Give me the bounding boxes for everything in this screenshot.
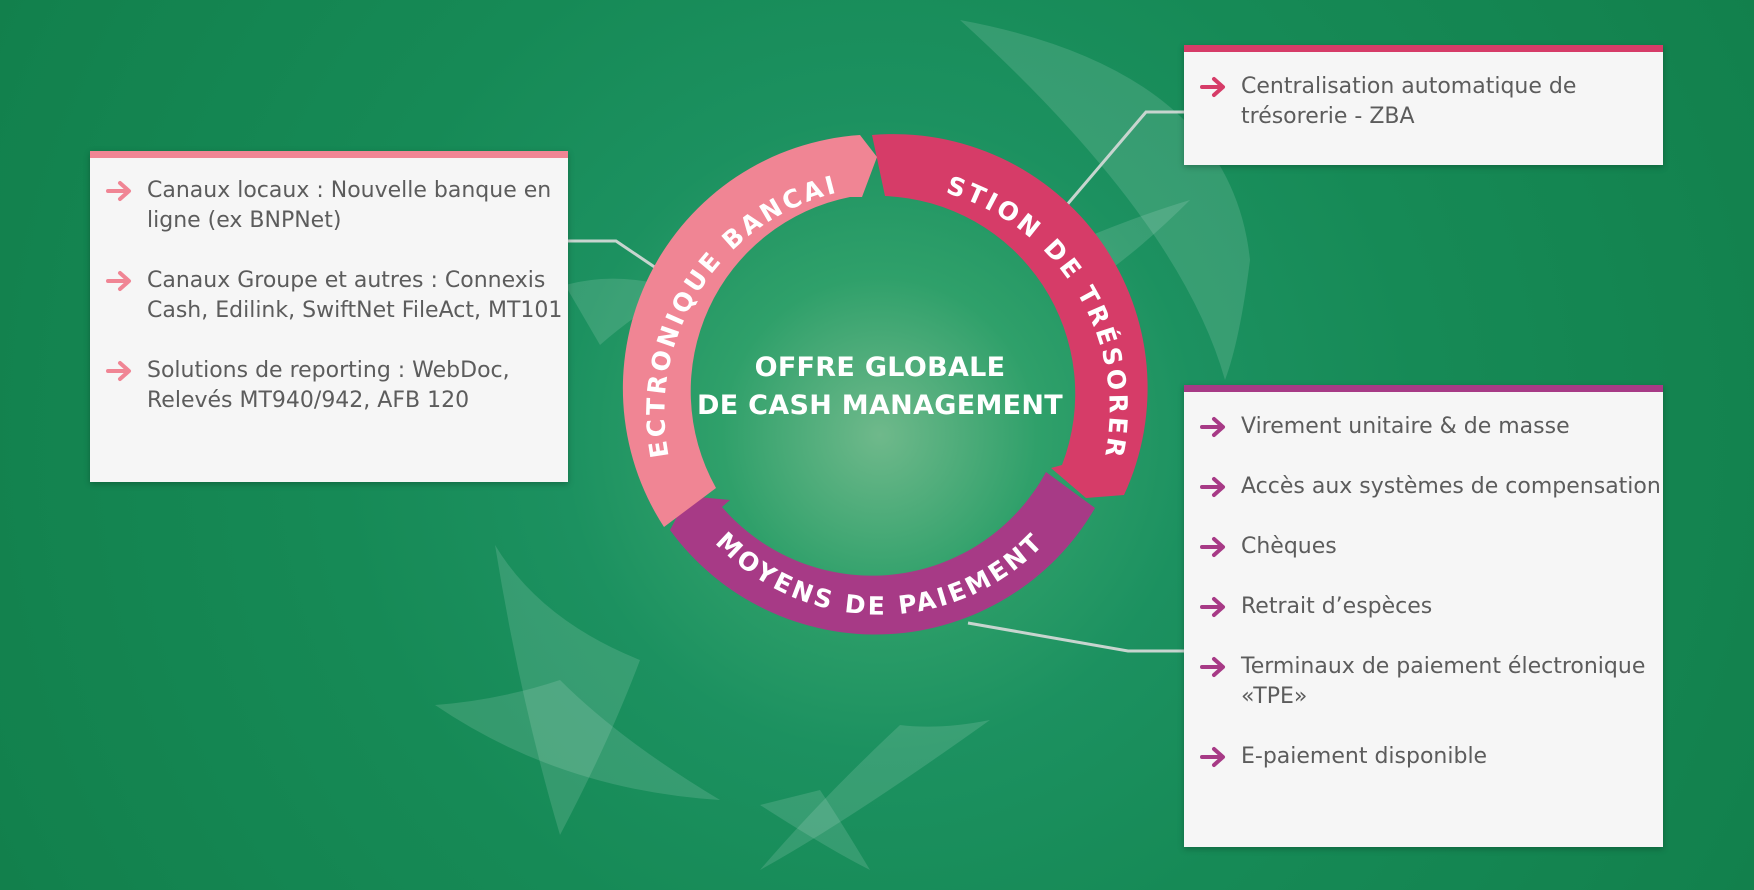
- arrow-right-icon: [1200, 477, 1225, 497]
- list-item: Canaux Groupe et autres : Connexis Cash,…: [90, 266, 568, 326]
- list-item: Chèques: [1184, 532, 1663, 562]
- connector-left: [568, 239, 657, 270]
- list-item-text: Terminaux de paiement électronique «TPE»: [1241, 654, 1646, 709]
- background-star: [960, 20, 1250, 380]
- center-title-line-1: OFFRE GLOBALE: [754, 352, 1006, 383]
- list-item-text: Solutions de reporting : WebDoc, Relevés…: [147, 358, 510, 413]
- list-item-text: Chèques: [1241, 534, 1337, 559]
- arrow-right-icon: [1200, 657, 1225, 677]
- list-item: Centralisation automatique de trésorerie…: [1184, 72, 1663, 132]
- arrow-right-icon: [1200, 597, 1225, 617]
- background-star: [435, 680, 720, 800]
- center-title-line-2: DE CASH MANAGEMENT: [697, 390, 1063, 421]
- card-electronique-bancaire: Canaux locaux : Nouvelle banque en ligne…: [90, 151, 568, 482]
- list-item: Retrait d’espèces: [1184, 592, 1663, 622]
- card-list: Virement unitaire & de masse Accès aux s…: [1184, 412, 1663, 772]
- card-list: Centralisation automatique de trésorerie…: [1184, 72, 1663, 132]
- card-accent-bar: [90, 151, 568, 158]
- card-moyens-paiement: Virement unitaire & de masse Accès aux s…: [1184, 385, 1663, 847]
- list-item-text: E-paiement disponible: [1241, 744, 1488, 769]
- arrow-right-icon: [106, 361, 131, 381]
- arrow-right-icon: [1200, 747, 1225, 767]
- card-gestion-tresorerie: Centralisation automatique de trésorerie…: [1184, 45, 1663, 165]
- card-accent-bar: [1184, 385, 1663, 392]
- list-item: Virement unitaire & de masse: [1184, 412, 1663, 442]
- arrow-right-icon: [106, 181, 131, 201]
- arrow-right-icon: [1200, 77, 1225, 97]
- list-item-text: Centralisation automatique de trésorerie…: [1241, 74, 1577, 129]
- arrow-right-icon: [106, 271, 131, 291]
- arrow-right-icon: [1200, 537, 1225, 557]
- card-accent-bar: [1184, 45, 1663, 52]
- list-item-text: Canaux Groupe et autres : Connexis Cash,…: [147, 268, 563, 323]
- list-item: Canaux locaux : Nouvelle banque en ligne…: [90, 176, 568, 236]
- list-item: Solutions de reporting : WebDoc, Relevés…: [90, 356, 568, 416]
- list-item: Terminaux de paiement électronique «TPE»: [1184, 652, 1663, 712]
- card-list: Canaux locaux : Nouvelle banque en ligne…: [90, 176, 568, 416]
- list-item: E-paiement disponible: [1184, 742, 1663, 772]
- list-item-text: Virement unitaire & de masse: [1241, 414, 1570, 439]
- background-star: [760, 720, 990, 870]
- background-star: [495, 545, 640, 835]
- connector-bottom-right: [967, 621, 1184, 653]
- list-item-text: Canaux locaux : Nouvelle banque en ligne…: [147, 178, 552, 233]
- arrow-right-icon: [1200, 417, 1225, 437]
- list-item-text: Accès aux systèmes de compensation: [1241, 474, 1661, 499]
- segment-electronique-bancaire: [622, 135, 877, 527]
- list-item-text: Retrait d’espèces: [1241, 594, 1433, 619]
- segment-moyens-paiement: [670, 472, 1095, 635]
- background-star: [760, 790, 870, 870]
- segment-gestion-tresorerie: [872, 134, 1148, 498]
- connector-top-right: [1058, 110, 1184, 214]
- list-item: Accès aux systèmes de compensation: [1184, 472, 1663, 502]
